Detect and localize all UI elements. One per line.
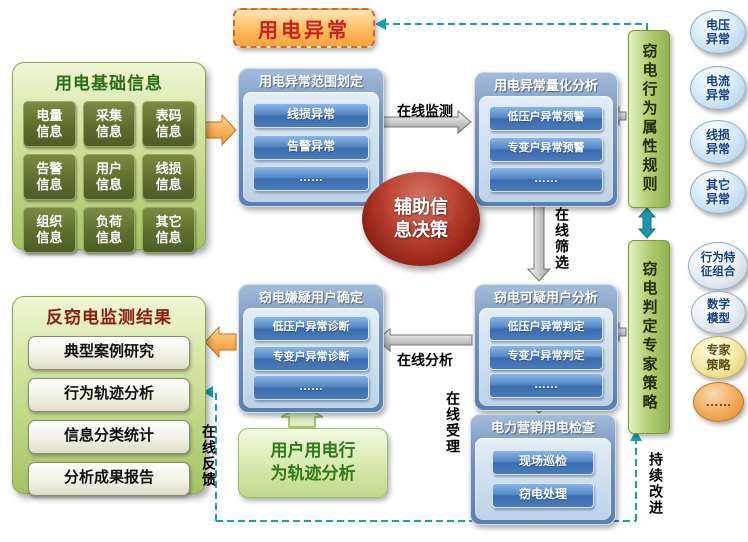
results-item-trajectory: 行为轨迹分析 xyxy=(28,378,190,412)
label-continuous-improve: 持续改进 xyxy=(648,452,664,516)
suspect-box-title: 窃电嫌疑用户确定 xyxy=(258,290,363,305)
suspect-item-transformer: 专变户异常诊断 xyxy=(252,345,370,371)
doubt-item-low-voltage: 低压户异常判定 xyxy=(488,315,604,341)
rule-bubble-current: 电流异常 xyxy=(690,66,746,110)
feedback-arrowhead-top xyxy=(375,18,386,30)
suspect-box-panel: 低压户异常诊断 专变户异常诊断 …… xyxy=(243,308,379,408)
expert-bar-title: 窃电判定专家策略 xyxy=(640,261,658,413)
abnormal-power-use-banner: 用电异常 xyxy=(233,8,375,48)
quant-item-more: …… xyxy=(488,167,604,193)
base-info-title: 用电基础信息 xyxy=(55,74,163,93)
quant-item-low-voltage: 低压户异常预警 xyxy=(488,105,604,131)
label-online-accept: 在线受理 xyxy=(445,391,461,455)
label-online-filter: 在线筛选 xyxy=(554,207,570,271)
rule-bubble-other: 其它异常 xyxy=(690,170,746,214)
arrow-online-analyze xyxy=(376,327,473,353)
base-info-item-meter: 表码信息 xyxy=(142,101,195,147)
inspect-box-panel: 现场巡检 窃电处理 xyxy=(475,438,611,520)
label-online-analyze: 在线分析 xyxy=(397,352,453,368)
scope-item-more: …… xyxy=(252,166,370,192)
expert-bubble-more: …… xyxy=(693,382,744,422)
expert-bar: 窃电判定专家策略 xyxy=(628,240,670,434)
suspect-item-low-voltage: 低压户异常诊断 xyxy=(252,316,370,342)
scope-box-panel: 线损异常 告警异常 …… xyxy=(243,92,379,202)
base-info-item-collection: 采集信息 xyxy=(82,101,136,147)
arrow-base-to-scope xyxy=(204,113,237,147)
base-info-item-load: 负荷信息 xyxy=(82,207,136,253)
inspect-item-site-patrol: 现场巡检 xyxy=(491,450,595,475)
suspect-box: 窃电嫌疑用户确定 低压户异常诊断 专变户异常诊断 …… xyxy=(238,284,384,413)
expert-bubble-features: 行为特征组合 xyxy=(688,242,748,290)
suspect-item-more: …… xyxy=(252,374,370,400)
arrow-online-filter xyxy=(526,200,552,282)
trajectory-box-label: 用户用电行为轨迹分析 xyxy=(270,441,356,483)
rules-bar: 窃电行为属性规则 xyxy=(628,30,670,208)
base-info-item-user: 用户信息 xyxy=(82,154,136,200)
label-online-feedback: 在线反馈 xyxy=(201,424,217,488)
label-online-monitor: 在线监测 xyxy=(397,103,453,119)
base-info-item-other: 其它信息 xyxy=(142,207,195,253)
base-info-item-line-loss: 线损信息 xyxy=(142,154,195,200)
decision-ellipse-label: 辅助信息决策 xyxy=(394,196,448,240)
doubt-item-transformer: 专变户异常判定 xyxy=(488,344,604,370)
base-info-item-alarm: 告警信息 xyxy=(23,154,76,200)
expert-bubble-strategy: 专家策略 xyxy=(691,336,746,379)
scope-box: 用电异常范围划定 线损异常 告警异常 …… xyxy=(238,68,384,207)
trajectory-box: 用户用电行为轨迹分析 xyxy=(238,428,388,498)
base-info-item-energy: 电量信息 xyxy=(23,101,76,147)
base-info-box: 用电基础信息 电量信息 采集信息 表码信息 告警信息 用户信息 线损信息 组织信… xyxy=(12,62,206,253)
quant-box-title: 用电异常量化分析 xyxy=(493,78,598,93)
results-item-report: 分析成果报告 xyxy=(28,462,190,496)
expert-bubble-math-model: 数学模型 xyxy=(691,291,746,334)
decision-ellipse: 辅助信息决策 xyxy=(362,172,480,266)
rule-bubble-line-loss: 线损异常 xyxy=(690,120,746,164)
scope-item-line-loss: 线损异常 xyxy=(252,102,370,128)
feedback-line-top xyxy=(386,23,648,30)
arrow-suspect-to-results xyxy=(204,325,237,359)
results-box: 反窃电监测结果 典型案例研究 行为轨迹分析 信息分类统计 分析成果报告 xyxy=(12,296,206,496)
doubt-box-panel: 低压户异常判定 专变户异常判定 …… xyxy=(479,308,613,406)
quant-box: 用电异常量化分析 低压户异常预警 专变户异常预警 …… xyxy=(474,72,618,207)
inspect-item-theft-handling: 窃电处理 xyxy=(491,483,595,508)
quant-item-transformer: 专变户异常预警 xyxy=(488,136,604,162)
scope-box-title: 用电异常范围划定 xyxy=(258,74,363,89)
base-info-grid: 电量信息 采集信息 表码信息 告警信息 用户信息 线损信息 组织信息 负荷信息 … xyxy=(13,94,205,263)
inspect-box-title: 电力营销用电检查 xyxy=(490,420,595,435)
results-box-title: 反窃电监测结果 xyxy=(46,308,172,327)
doubt-item-more: …… xyxy=(488,373,604,399)
abnormal-power-use-label: 用电异常 xyxy=(258,19,350,42)
base-info-item-org: 组织信息 xyxy=(23,207,76,253)
results-item-case-study: 典型案例研究 xyxy=(28,336,190,370)
quant-box-panel: 低压户异常预警 专变户异常预警 …… xyxy=(479,96,613,202)
rules-bar-title: 窃电行为属性规则 xyxy=(640,43,658,195)
results-item-classification: 信息分类统计 xyxy=(28,420,190,454)
scope-item-alarm: 告警异常 xyxy=(252,134,370,160)
doubt-box: 窃电可疑用户分析 低压户异常判定 专变户异常判定 …… xyxy=(474,284,618,411)
rule-bubble-voltage: 电压异常 xyxy=(690,10,746,54)
inspect-box: 电力营销用电检查 现场巡检 窃电处理 xyxy=(470,414,616,525)
arrow-rules-expert-link xyxy=(637,207,657,239)
doubt-box-title: 窃电可疑用户分析 xyxy=(493,290,598,305)
